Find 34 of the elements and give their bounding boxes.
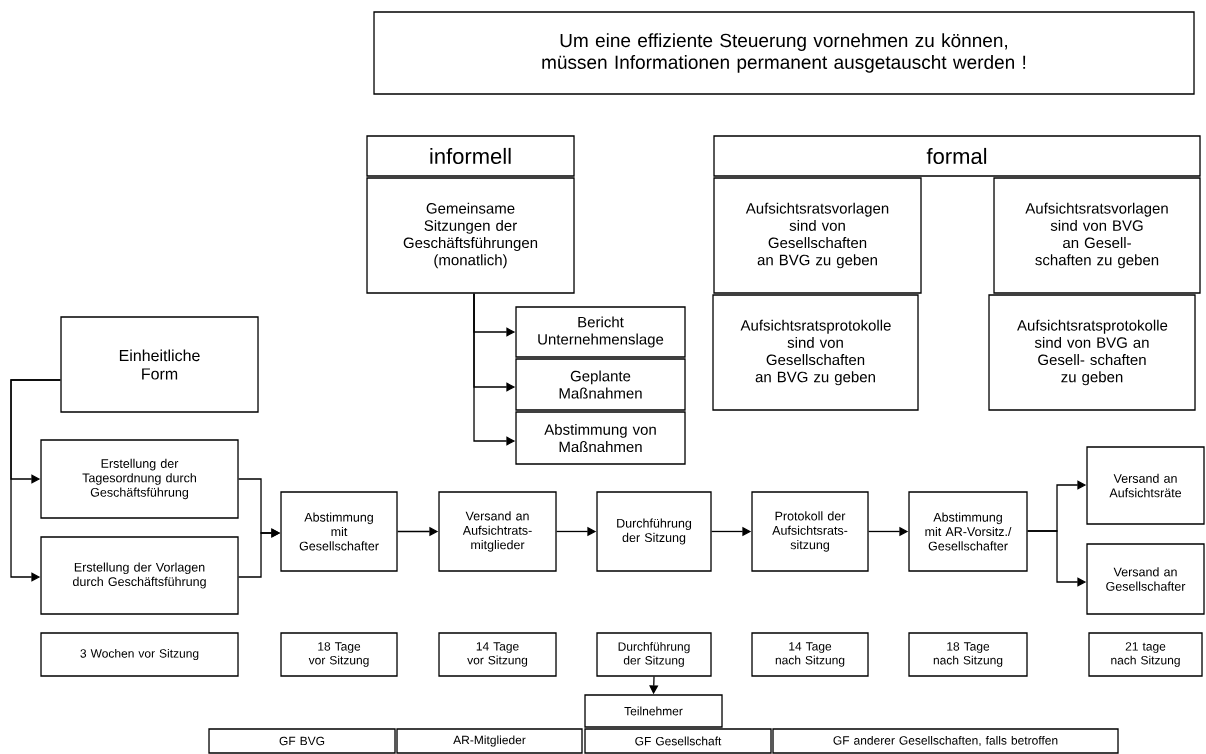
- time-box: Durchführung der Sitzung: [596, 632, 712, 677]
- participant-box: GF anderer Gesellschaften, falls betroffen: [772, 728, 1119, 754]
- process-box: Erstellung der Tagesordnung durch Geschäftsführung: [40, 439, 239, 519]
- process-box: Protokoll der Aufsichtsrats- sitzung: [751, 491, 869, 572]
- process-box: Bericht Unternehmenslage: [515, 306, 686, 358]
- participant-box: GF Gesellschaft: [584, 728, 772, 754]
- process-box: Durchführung der Sitzung: [596, 491, 712, 572]
- header-box: formal: [713, 135, 1201, 177]
- process-box: Einheitliche Form: [60, 316, 259, 413]
- time-box: 14 Tage nach Sitzung: [751, 632, 869, 677]
- participant-box: GF BVG: [208, 728, 396, 754]
- process-box: Aufsichtsratsprotokolle sind von Gesellschaften an BVG zu geben: [712, 294, 919, 411]
- process-box: Geplante Maßnahmen: [515, 358, 686, 411]
- process-box: Versand an Aufsichtrats- mitglieder: [438, 491, 557, 572]
- time-box: 18 Tage nach Sitzung: [908, 632, 1028, 677]
- participant-box: AR-Mitglieder: [396, 728, 583, 754]
- header-box: informell: [366, 135, 575, 177]
- process-box: Erstellung der Vorlagen durch Geschäftsführung: [40, 536, 239, 615]
- process-box: Abstimmung mit AR-Vorsitz./ Gesellschafter: [908, 491, 1028, 572]
- process-box: Aufsichtsratsvorlagen sind von BVG an Gesell- schaften zu geben: [993, 177, 1201, 294]
- participant-header-box: Teilnehmer: [584, 694, 723, 728]
- process-box: Abstimmung mit Gesellschafter: [280, 491, 398, 572]
- process-box: Abstimmung von Maßnahmen: [515, 411, 686, 465]
- process-box: Gemeinsame Sitzungen der Geschäftsführungen (monatlich): [366, 177, 575, 294]
- process-box: Aufsichtsratsvorlagen sind von Gesellschaften an BVG zu geben: [713, 177, 922, 294]
- process-box: Aufsichtsratsprotokolle sind von BVG an Gesell- schaften zu geben: [988, 294, 1196, 411]
- note-box: Um eine effiziente Steuerung vornehmen zu können, müssen Informationen permanent ausgetauscht werden !: [373, 11, 1195, 95]
- time-box: 18 Tage vor Sitzung: [280, 632, 398, 677]
- time-box: 3 Wochen vor Sitzung: [40, 632, 239, 677]
- time-box: 21 tage nach Sitzung: [1088, 632, 1203, 677]
- process-box: Versand an Aufsichtsräte: [1086, 446, 1205, 525]
- process-box: Versand an Gesellschafter: [1086, 543, 1205, 615]
- arrow: [10, 379, 61, 582]
- time-box: 14 Tage vor Sitzung: [438, 632, 557, 677]
